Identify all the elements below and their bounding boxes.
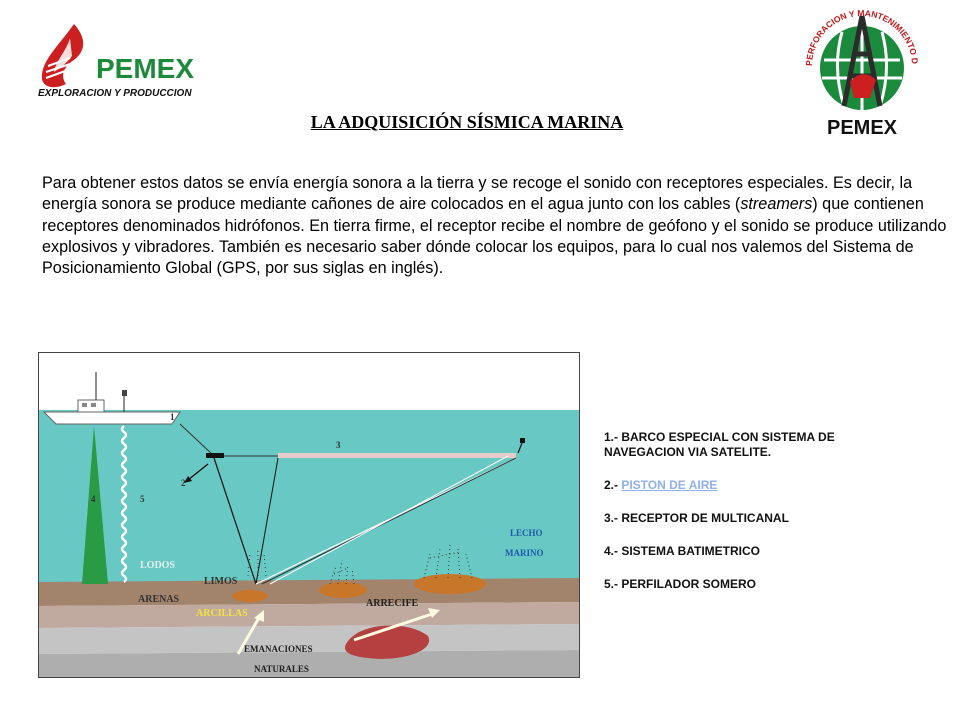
seismic-diagram: 1 2 3 4 5 LODOS LIMOS ARENAS ARCILLAS AR… xyxy=(38,352,580,678)
diagram-label-5: 5 xyxy=(140,494,145,504)
legend-item-2-number: 2.- xyxy=(604,478,622,492)
deep-layer xyxy=(38,650,580,678)
label-naturales: NATURALES xyxy=(254,664,309,674)
body-paragraph: Para obtener estos datos se envía energí… xyxy=(42,173,952,279)
reef-mound-2 xyxy=(414,543,486,594)
water-area xyxy=(38,410,580,582)
reef-mound-1 xyxy=(319,559,367,598)
perforacion-pozos-logo: PERFORACION Y MANTENIMIENTO DE POZOS PEM… xyxy=(798,2,922,139)
pemex-eagle-flame-icon xyxy=(41,24,84,88)
legend-item-3-text: 3.- RECEPTOR DE MULTICANAL xyxy=(604,511,789,525)
streamer-cable xyxy=(278,453,516,458)
body-text-part-2: ) que contienen receptores denominados h… xyxy=(42,195,947,278)
sediment-layer xyxy=(38,602,580,628)
seep-plume xyxy=(247,548,267,577)
legend-item-1: 1.- BARCO ESPECIAL CON SISTEMA DE NAVEGA… xyxy=(604,430,904,460)
label-arcillas: ARCILLAS xyxy=(196,608,248,619)
diagram-legend: 1.- BARCO ESPECIAL CON SISTEMA DE NAVEGA… xyxy=(604,430,904,610)
logo-left-brand: PEMEX xyxy=(96,53,194,84)
legend-item-3: 3.- RECEPTOR DE MULTICANAL xyxy=(604,511,904,526)
rock-layer xyxy=(38,624,580,654)
gas-pocket xyxy=(344,625,430,659)
tail-buoy-icon xyxy=(517,438,525,454)
pemex-exploracion-logo: PEMEX EXPLORACION Y PRODUCCION xyxy=(38,24,194,99)
legend-item-5-text: 5.- PERFILADOR SOMERO xyxy=(604,577,757,591)
diagram-label-1: 1 xyxy=(170,412,175,422)
legend-item-5: 5.- PERFILADOR SOMERO xyxy=(604,577,904,592)
page-title: LA ADQUISICIÓN SÍSMICA MARINA xyxy=(310,112,624,132)
seabed-layer xyxy=(38,578,580,606)
ship-icon xyxy=(42,372,181,425)
label-arrecife: ARRECIFE xyxy=(366,598,419,609)
logo-left-subtitle: EXPLORACION Y PRODUCCION xyxy=(38,88,192,99)
logo-right-brand: PEMEX xyxy=(827,117,898,139)
label-lecho: LECHO xyxy=(510,528,543,538)
legend-item-4: 4.- SISTEMA BATIMETRICO xyxy=(604,544,904,559)
profiler-wave xyxy=(120,425,128,583)
bathymetric-beam xyxy=(82,426,108,584)
label-limos: LIMOS xyxy=(204,576,238,587)
body-text-part-1: Para obtener estos datos se envía energí… xyxy=(42,174,913,214)
legend-item-4-text: 4.- SISTEMA BATIMETRICO xyxy=(604,544,760,558)
label-lodos: LODOS xyxy=(140,560,175,571)
label-emanaciones: EMANACIONES xyxy=(244,644,313,654)
diagram-label-3: 3 xyxy=(336,440,341,450)
legend-item-1-text: 1.- BARCO ESPECIAL CON SISTEMA DE NAVEGA… xyxy=(604,430,835,459)
label-arenas: ARENAS xyxy=(138,594,180,605)
diagram-label-4: 4 xyxy=(91,494,96,504)
air-gun-icon xyxy=(206,453,224,458)
label-marino: MARINO xyxy=(505,548,544,558)
derrick-icon xyxy=(841,15,883,107)
legend-item-2-link[interactable]: PISTON DE AIRE xyxy=(621,478,718,492)
legend-item-2: 2.- PISTON DE AIRE xyxy=(604,478,904,493)
body-text-streamers: streamers xyxy=(740,195,813,214)
diagram-label-2: 2 xyxy=(181,478,186,488)
